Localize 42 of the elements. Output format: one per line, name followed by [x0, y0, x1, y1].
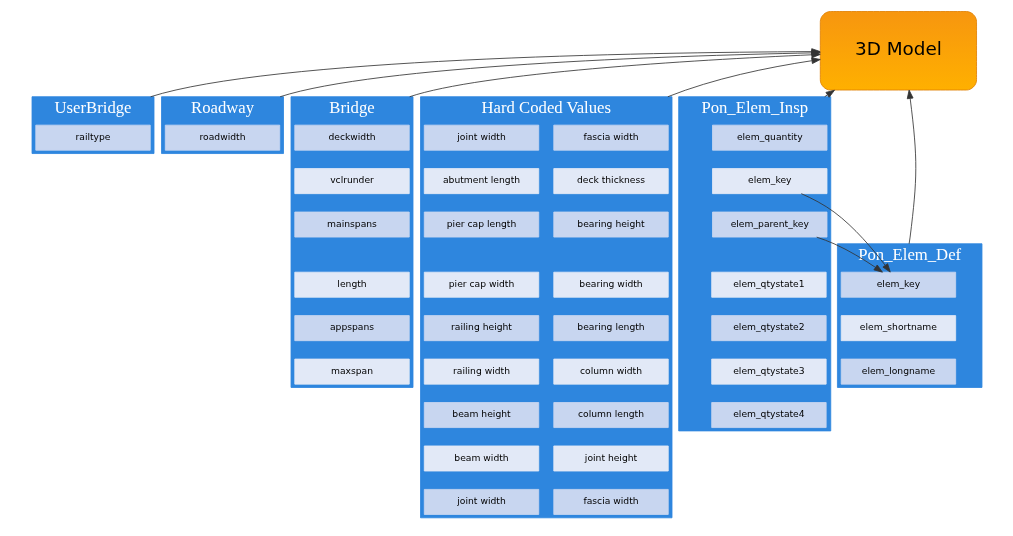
node-box: elem_parent_key — [711, 211, 827, 238]
node-box: appspans — [293, 315, 410, 342]
node-box: column length — [552, 402, 669, 428]
arrow — [800, 193, 891, 273]
node-box: elem_qtystate1 — [710, 271, 827, 298]
node-box: railing height — [423, 315, 539, 342]
arrow — [815, 236, 883, 273]
node-box: joint width — [423, 488, 539, 515]
node-box: railing width — [423, 358, 539, 385]
node-box: bearing width — [552, 271, 669, 298]
node-box: beam height — [423, 402, 539, 428]
node-box: fascia width — [552, 488, 669, 515]
node-box: elem_longname — [840, 358, 956, 385]
node-box: length — [293, 271, 410, 298]
node-box: pier cap length — [423, 211, 539, 238]
node-box: roadwidth — [164, 124, 280, 151]
node-box: beam width — [423, 445, 539, 472]
arrow — [906, 89, 916, 245]
node-box: elem_shortname — [840, 315, 956, 342]
node-box: bearing length — [552, 315, 669, 342]
node-box: deck thickness — [552, 168, 669, 195]
node-box: mainspans — [293, 211, 410, 238]
node-box: abutment length — [423, 168, 539, 195]
arrow — [823, 89, 835, 98]
node-box: fascia width — [552, 124, 669, 151]
node-box: column width — [552, 358, 669, 385]
arrow — [666, 57, 821, 98]
node-box: elem_qtystate2 — [710, 315, 827, 342]
node-box: joint width — [423, 124, 539, 151]
node-box: joint height — [552, 445, 669, 472]
node-box: vclrunder — [293, 168, 410, 195]
node-box: 3D Model — [819, 11, 977, 91]
node-box: railtype — [34, 124, 151, 151]
node-box: elem_qtystate3 — [710, 358, 827, 385]
node-box: pier cap width — [423, 271, 539, 298]
node-box: deckwidth — [293, 124, 410, 151]
node-box: elem_qtystate4 — [710, 402, 827, 428]
node-box: elem_key — [711, 168, 827, 195]
node-box: elem_key — [840, 271, 956, 298]
node-box: bearing height — [552, 211, 669, 238]
node-box: maxspan — [293, 358, 410, 385]
node-box: elem_quantity — [711, 124, 827, 151]
